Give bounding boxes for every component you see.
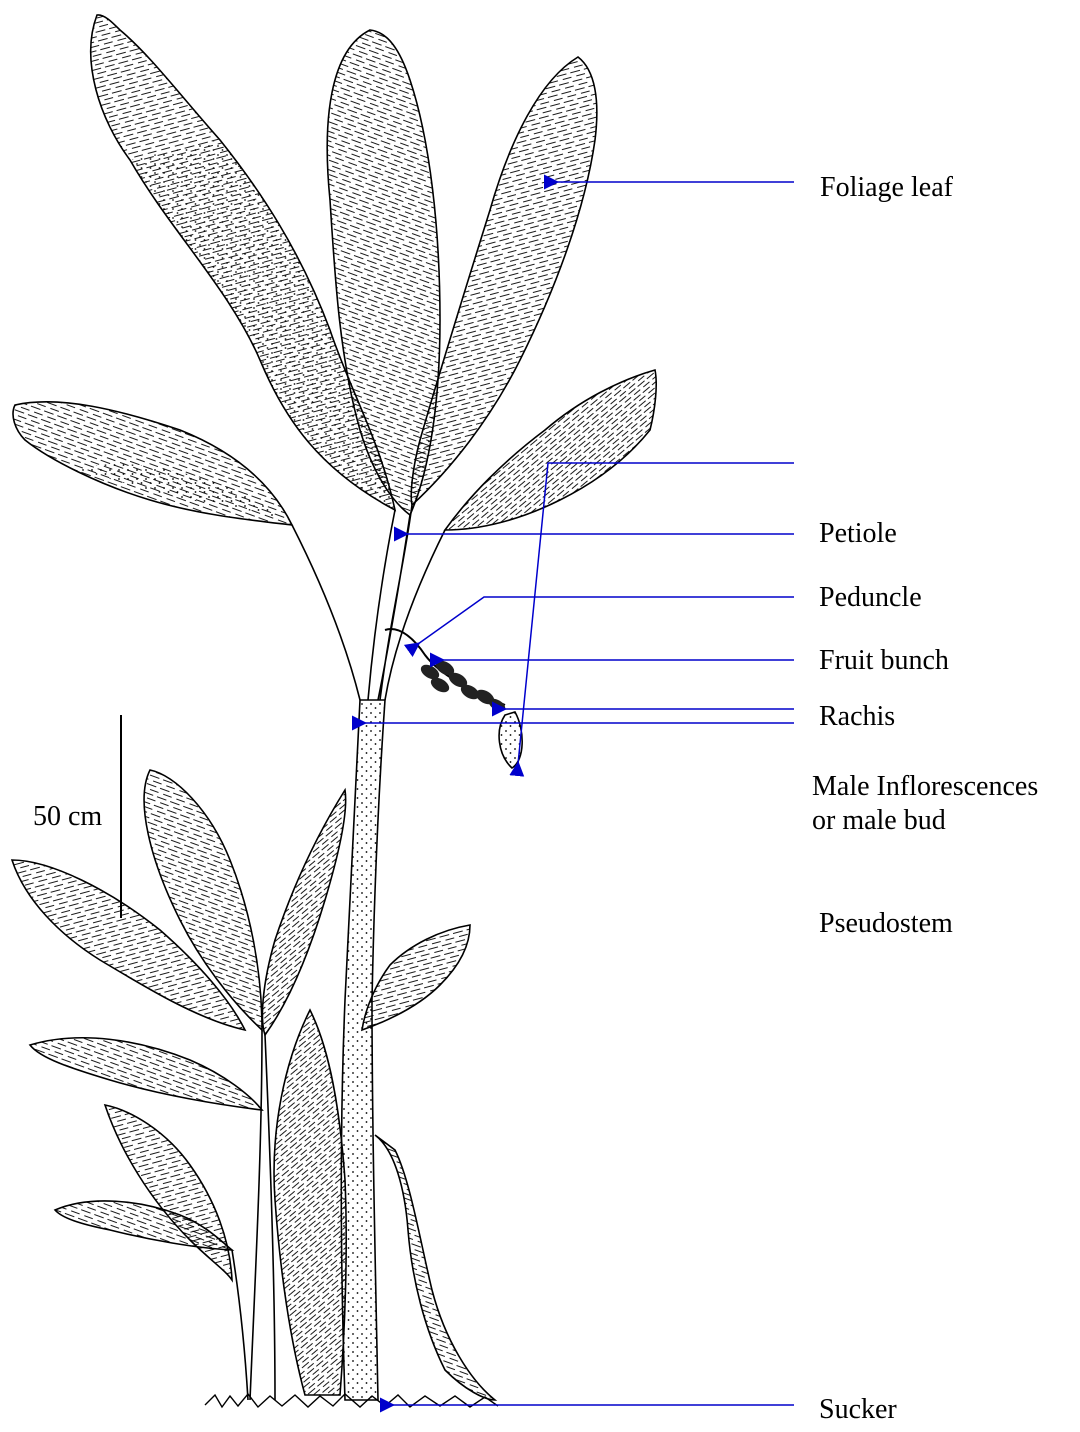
label-rachis: Rachis <box>819 701 895 732</box>
label-male-inflorescences: Male Inflorescences <box>812 771 1038 802</box>
label-male-bud: or male bud <box>812 805 946 836</box>
fruit-bunch-shape <box>418 658 507 714</box>
leaf-lower-left-3 <box>30 1038 262 1110</box>
male-bud-arrow <box>518 463 794 764</box>
label-fruit-bunch: Fruit bunch <box>819 645 949 676</box>
label-peduncle: Peduncle <box>819 582 922 613</box>
leaf-lower-left-4 <box>105 1105 232 1280</box>
peduncle-arrow <box>418 597 794 644</box>
scale-label: 50 cm <box>33 801 102 832</box>
leaf-lower-mid <box>262 790 345 1035</box>
label-pseudostem: Pseudostem <box>819 908 953 939</box>
banana-plant-illustration <box>12 15 656 1407</box>
leaf-lower-right <box>362 925 470 1030</box>
label-petiole: Petiole <box>819 518 897 549</box>
label-sucker: Sucker <box>819 1394 897 1425</box>
stalk-lower <box>232 1030 275 1400</box>
pseudostem-shape <box>341 700 385 1400</box>
label-foliage-leaf: Foliage leaf <box>820 172 954 203</box>
leaf-furled-center <box>274 1010 346 1395</box>
leaf-right-sucker <box>375 1135 495 1400</box>
